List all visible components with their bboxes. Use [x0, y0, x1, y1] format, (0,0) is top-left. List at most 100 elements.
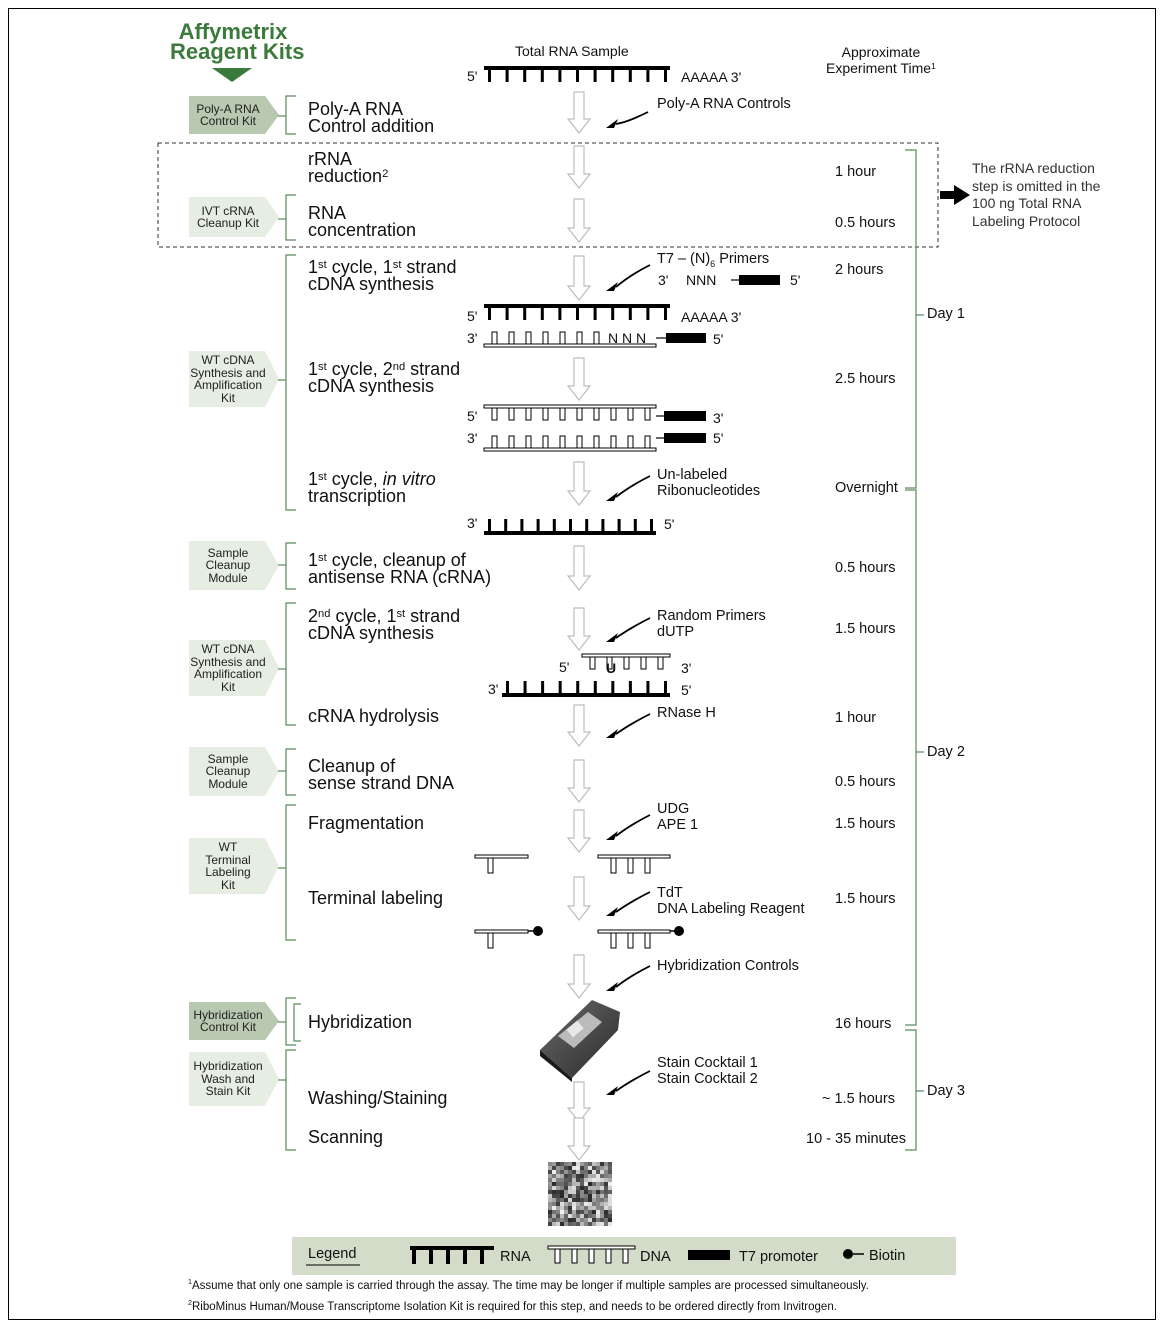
scan-pixel	[580, 1170, 584, 1174]
scan-pixel	[548, 1170, 552, 1174]
scan-pixel	[572, 1166, 576, 1170]
dna-base	[491, 331, 498, 345]
c1s1-rna-strand	[484, 304, 670, 320]
frag-left-backbone	[474, 854, 529, 859]
legend-dna-base	[605, 1248, 612, 1264]
scan-pixel	[556, 1206, 560, 1210]
reagent-arrowhead	[606, 982, 618, 991]
kit-tag-line: Module	[208, 776, 248, 791]
scan-pixel	[596, 1206, 600, 1210]
scan-pixel	[604, 1194, 608, 1198]
scan-pixel	[572, 1210, 576, 1214]
scan-pixel	[588, 1166, 592, 1170]
step-c1-second-strand: 1st cycle, 2nd strand cDNA synthesis	[308, 359, 461, 396]
scan-pixel	[576, 1190, 580, 1194]
dna-base	[589, 656, 596, 670]
scan-pixel	[588, 1218, 592, 1222]
scan-pixel	[600, 1178, 604, 1182]
dna-base	[491, 407, 498, 421]
kit-tag-line: WT cDNA	[201, 642, 255, 656]
scan-pixel	[588, 1198, 592, 1202]
top-rna-strand	[484, 66, 670, 82]
lab-left-base	[487, 932, 494, 949]
rna-base	[569, 519, 572, 531]
rna-base	[628, 70, 632, 82]
legend-rna-base	[480, 1250, 484, 1264]
scan-pixel	[608, 1202, 612, 1206]
time-frag: 1.5 hours	[835, 816, 896, 832]
ds-top-t7	[664, 411, 706, 421]
step-cleanup-crna: 1st cycle, cleanup of antisense RNA (cRN…	[308, 550, 492, 587]
scan-pixel	[580, 1202, 584, 1206]
scan-pixel	[564, 1214, 568, 1218]
scan-pixel	[596, 1202, 600, 1206]
scan-pixel	[588, 1206, 592, 1210]
scan-pixel	[604, 1206, 608, 1210]
time-clean1: 0.5 hours	[835, 560, 896, 576]
kit-tag-shape	[189, 640, 279, 696]
dna-base	[576, 407, 583, 421]
scan-pixel	[600, 1222, 604, 1226]
kit-bracket	[285, 95, 296, 135]
scan-pixel	[596, 1198, 600, 1202]
scan-pixel	[548, 1206, 552, 1210]
scan-pixel	[564, 1202, 568, 1206]
scan-pixel	[592, 1202, 596, 1206]
kit-bracket	[285, 254, 296, 511]
scan-pixel	[564, 1178, 568, 1182]
kit-tag-shape	[189, 541, 279, 590]
crna-3: 3'	[467, 515, 478, 531]
scan-pixel	[600, 1190, 604, 1194]
scan-pixel	[588, 1186, 592, 1190]
dna-backbone	[483, 343, 657, 348]
scan-pixel	[564, 1174, 568, 1178]
scan-pixel	[600, 1202, 604, 1206]
scan-pixel	[604, 1210, 608, 1214]
dna-base	[559, 407, 566, 421]
legend-rna-base	[429, 1250, 433, 1264]
rna-base	[576, 70, 579, 82]
scan-pixel	[560, 1178, 564, 1182]
legend-dna-swatch	[547, 1245, 636, 1264]
dna-base	[525, 407, 532, 421]
kit-tag-line: Module	[208, 570, 248, 585]
rna-base	[523, 70, 527, 82]
rna-base	[593, 308, 597, 320]
reagent-arrowhead	[606, 907, 618, 916]
reagent-arrowhead	[606, 282, 618, 291]
rna-base	[633, 519, 637, 531]
scan-pixel	[564, 1222, 568, 1226]
scan-pixel	[572, 1162, 576, 1166]
scan-pixel	[584, 1178, 588, 1182]
rna-base	[541, 681, 545, 693]
rna-base	[628, 308, 632, 320]
scan-pixel	[552, 1214, 556, 1218]
scan-pixel	[560, 1174, 564, 1178]
scan-pixel	[560, 1206, 564, 1210]
scan-pixel	[600, 1206, 604, 1210]
rna-base	[523, 308, 527, 320]
scan-pixel	[560, 1210, 564, 1214]
scan-pixel	[600, 1170, 604, 1174]
t7-primer-box	[739, 275, 780, 285]
kit-tag-line: Sample	[207, 545, 249, 560]
scan-pixel	[600, 1194, 604, 1198]
kit-tag-shape	[189, 838, 279, 894]
rna-base	[593, 681, 597, 693]
rna-backbone	[484, 531, 656, 535]
time-wash: ~ 1.5 hours	[822, 1091, 895, 1107]
scan-pixel	[576, 1222, 580, 1226]
scan-pixel	[548, 1218, 552, 1222]
scan-pixel	[576, 1206, 580, 1210]
scan-pixel	[584, 1214, 588, 1218]
rna-base	[576, 681, 580, 693]
scan-pixel	[580, 1206, 584, 1210]
dna-base	[610, 407, 617, 421]
kit-tag-line: Kit	[220, 390, 235, 405]
